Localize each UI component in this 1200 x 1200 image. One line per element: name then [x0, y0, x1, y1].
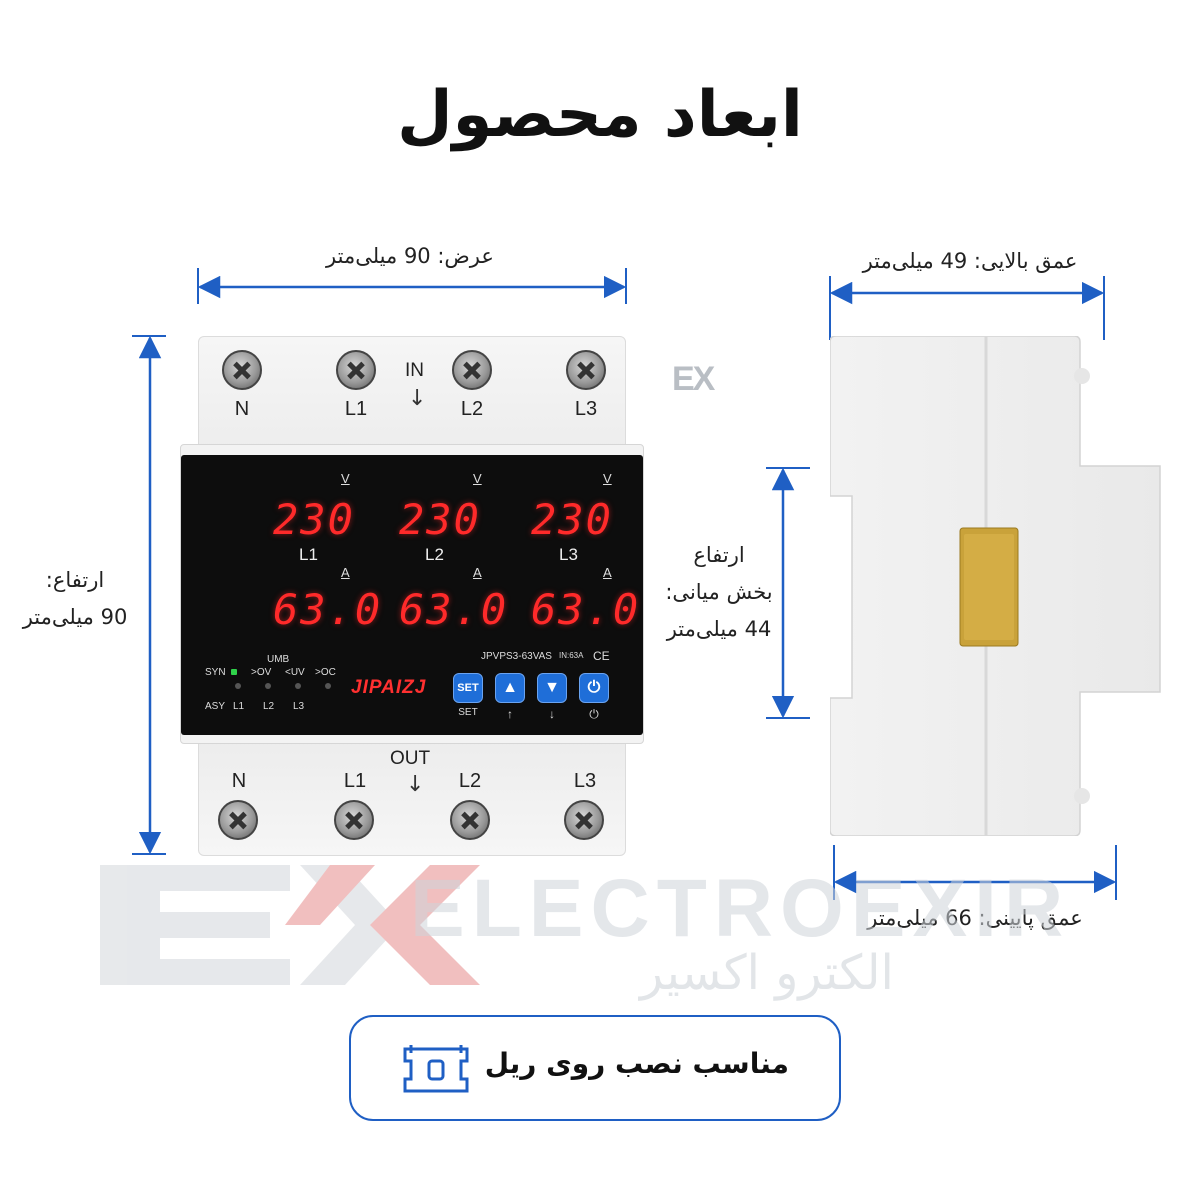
height-label-line1: ارتفاع: [45, 568, 105, 592]
down-button[interactable]: ▼ [537, 673, 567, 703]
side-bump-bottom [1074, 788, 1090, 804]
width-label: عرض: 90 میلی‌متر [326, 244, 494, 268]
terminal-label-bottom-l3: L3 [573, 770, 597, 792]
device-top-block [198, 336, 626, 462]
height-label: ارتفاع: 90 میلی‌متر [10, 562, 140, 636]
indicator-group-umb: UMB [267, 654, 290, 665]
indicator-oc: >OC [315, 667, 336, 678]
current-unit-l1: A [341, 565, 350, 580]
terminal-label-bottom-l1: L1 [343, 770, 367, 792]
device-front-view: N L1 L2 L3 IN ↓ V V V 230 230 230 L1 L2 … [180, 336, 644, 856]
device-middle-block: V V V 230 230 230 L1 L2 L3 A A A 63.0 63… [180, 444, 644, 744]
led-oc [325, 683, 331, 689]
warning-sticker-highlight [964, 534, 1014, 640]
din-rail-icon [403, 1045, 469, 1093]
current-unit-l2: A [473, 565, 482, 580]
watermark-logo-small: EX [672, 360, 715, 398]
current-reading-l3: 63.0 [531, 585, 641, 634]
height-label-line2: 90 میلی‌متر [22, 604, 128, 629]
voltage-unit-l1: V [341, 471, 350, 486]
out-label: OUT [390, 748, 431, 769]
down-arrow-icon: ↓ [406, 772, 425, 797]
ce-mark: CE [593, 649, 610, 663]
mid-height-line1: ارتفاع [693, 543, 745, 567]
set-caption: SET [458, 707, 478, 718]
top-depth-label: عمق بالایی: 49 میلی‌متر [862, 249, 1078, 273]
screw-icon [334, 800, 374, 840]
current-reading-l2: 63.0 [399, 585, 509, 634]
screw-icon [564, 800, 604, 840]
device-bottom-block [198, 736, 626, 856]
screw-icon [452, 350, 492, 390]
power-button[interactable]: ⏻ [579, 673, 609, 703]
bottom-depth-label: عمق پایینی: 66 میلی‌متر [867, 906, 1083, 930]
watermark-text-persian: الکترو اکسیر [640, 945, 894, 1001]
watermark-text-latin: ELECTROEXIR [410, 863, 1071, 954]
terminal-label-bottom-l2: L2 [458, 770, 482, 792]
indicator-uv: <UV [285, 667, 305, 678]
screw-icon [450, 800, 490, 840]
indicator-asy: ASY [205, 701, 226, 712]
led-syn [231, 669, 237, 675]
set-button[interactable]: SET [453, 673, 483, 703]
brand-logo: JIPAIZJ [351, 677, 427, 698]
phase-label-l1: L1 [299, 545, 318, 564]
screw-icon [566, 350, 606, 390]
power-caption: ⏻ [589, 707, 599, 721]
down-caption: ↓ [549, 707, 555, 721]
phase-label-l2: L2 [425, 545, 444, 564]
indicator-syn: SYN [205, 667, 226, 678]
indicator-l3: L3 [293, 701, 305, 712]
indicator-ov: >OV [251, 667, 272, 678]
voltage-reading-l3: 230 [531, 495, 613, 544]
voltage-reading-l2: 230 [399, 495, 481, 544]
din-rail-badge: مناسب نصب روی ریل [349, 1015, 841, 1121]
mid-height-line3: 44 میلی‌متر [666, 616, 772, 641]
screw-icon [336, 350, 376, 390]
current-reading-l1: 63.0 [273, 585, 383, 634]
terminal-label-top-l1: L1 [344, 398, 368, 420]
din-rail-label: مناسب نصب روی ریل [484, 1047, 789, 1080]
up-button[interactable]: ▲ [495, 673, 525, 703]
up-caption: ↑ [507, 707, 513, 721]
terminal-label-top-l2: L2 [460, 398, 484, 420]
mid-height-line2: بخش میانی: [665, 579, 773, 604]
side-bump-top [1074, 368, 1090, 384]
mid-height-label: ارتفاع بخش میانی: 44 میلی‌متر [660, 537, 778, 647]
display-panel: V V V 230 230 230 L1 L2 L3 A A A 63.0 63… [181, 455, 643, 735]
current-unit-l3: A [603, 565, 612, 580]
screw-icon [222, 350, 262, 390]
terminal-label-top-l3: L3 [574, 398, 598, 420]
phase-label-l3: L3 [559, 545, 578, 564]
voltage-unit-l3: V [603, 471, 612, 486]
terminal-label-bottom-n: N [231, 770, 247, 792]
led-l1 [235, 683, 241, 689]
page-title: ابعاد محصول [397, 78, 803, 152]
device-side-view [830, 336, 1161, 836]
rating-label: IN:63A [559, 651, 584, 660]
voltage-reading-l1: 230 [273, 495, 355, 544]
voltage-unit-l2: V [473, 471, 482, 486]
terminal-label-top-n: N [234, 398, 250, 420]
model-number: JPVPS3-63VAS [481, 651, 552, 662]
indicator-l1: L1 [233, 701, 245, 712]
screw-icon [218, 800, 258, 840]
led-l3 [295, 683, 301, 689]
indicator-l2: L2 [263, 701, 275, 712]
in-label: IN [405, 360, 424, 381]
led-l2 [265, 683, 271, 689]
down-arrow-icon: ↓ [408, 386, 427, 411]
